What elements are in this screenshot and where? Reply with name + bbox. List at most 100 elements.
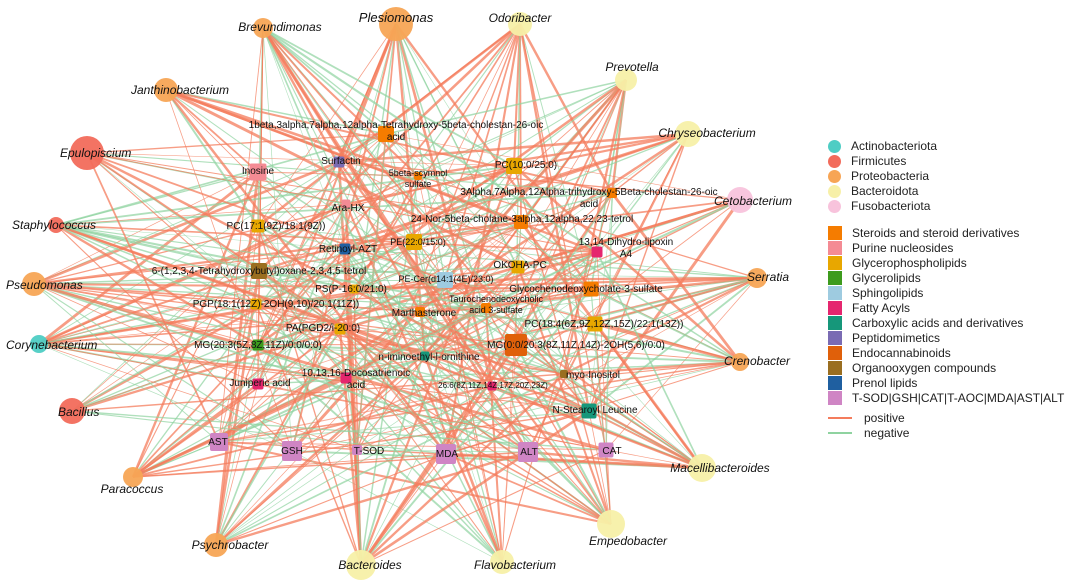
metabolite-node-m24[interactable] <box>505 334 527 356</box>
legend-item-class: Glycerolipids <box>828 268 921 288</box>
legend-swatch <box>828 417 852 419</box>
metabolite-node-m2[interactable] <box>333 156 345 168</box>
negative-edge <box>517 221 522 268</box>
negative-edge <box>520 221 741 363</box>
negative-edge <box>385 133 590 412</box>
bacteria-node-prevotella[interactable] <box>615 69 637 91</box>
negative-edge <box>262 27 426 357</box>
legend-item-class: Fatty Acyls <box>828 298 910 318</box>
metabolite-node-m22[interactable] <box>334 323 346 335</box>
legend-label: Carboxylic acids and derivatives <box>852 316 1024 330</box>
bacteria-node-empedobacter[interactable] <box>597 510 625 538</box>
metabolite-node-m3[interactable] <box>249 163 267 181</box>
metabolite-label-m15: OKOHA-PC <box>493 260 546 271</box>
metabolite-node-m16[interactable] <box>349 284 359 294</box>
bacteria-node-pseudomonas[interactable] <box>22 272 46 296</box>
positive-edge <box>257 171 419 177</box>
positive-edge <box>255 303 493 387</box>
positive-edge <box>563 360 741 376</box>
bacteria-node-macellibacteroides[interactable] <box>688 454 716 482</box>
metabolite-node-cat[interactable] <box>598 442 614 458</box>
negative-edge <box>590 288 741 363</box>
positive-edge <box>38 278 446 346</box>
bacteria-node-bacillus[interactable] <box>59 398 85 424</box>
metabolite-node-m29[interactable] <box>560 370 568 378</box>
legend-swatch <box>828 241 842 255</box>
positive-edge <box>215 266 519 546</box>
positive-edge <box>257 344 517 385</box>
metabolite-node-m27[interactable] <box>252 378 264 390</box>
metabolite-node-m12[interactable] <box>339 243 351 255</box>
metabolite-label-m17: Glycochenodeoxycholate-3-sulfate <box>509 284 663 295</box>
bacteria-node-crenobacter[interactable] <box>731 353 749 371</box>
positive-edge <box>360 251 598 566</box>
metabolite-node-alt[interactable] <box>518 442 538 462</box>
legend-item-edge: positive <box>828 408 905 428</box>
metabolite-node-m19[interactable] <box>481 303 491 313</box>
metabolite-node-m11[interactable] <box>591 246 603 258</box>
metabolite-node-m21[interactable] <box>587 316 603 332</box>
bacteria-node-brevundimonas[interactable] <box>253 18 273 38</box>
metabolite-label-m6: 3Alpha,7Alpha,12Alpha-trihydroxy-5Beta-c… <box>460 187 717 210</box>
metabolite-node-m9[interactable] <box>251 219 265 233</box>
negative-edge <box>55 171 259 226</box>
bacteria-node-chryseobacterium[interactable] <box>675 121 701 147</box>
metabolite-node-m26[interactable] <box>340 372 352 384</box>
positive-edge <box>132 383 259 478</box>
negative-edge <box>413 241 703 469</box>
metabolite-node-m4[interactable] <box>414 172 422 180</box>
bacteria-node-staphylococcus[interactable] <box>48 217 64 233</box>
metabolite-node-m6[interactable] <box>607 188 617 198</box>
bacteria-node-bacteroides[interactable] <box>346 550 376 580</box>
metabolite-node-gsh[interactable] <box>282 441 302 461</box>
bacteria-node-cetobacterium[interactable] <box>727 187 753 213</box>
bacteria-node-odoribacter[interactable] <box>508 12 532 36</box>
metabolite-node-m1[interactable] <box>378 126 394 142</box>
metabolite-node-m13[interactable] <box>251 263 267 279</box>
negative-edge <box>345 203 415 243</box>
positive-edge <box>611 133 689 194</box>
positive-edge <box>417 175 758 279</box>
metabolite-node-m7[interactable] <box>341 199 351 209</box>
metabolite-label-m22: PA(PGD2/i-20:0) <box>286 323 360 334</box>
positive-edge <box>512 23 522 167</box>
negative-edge <box>257 225 346 250</box>
bacteria-node-corynebacterium[interactable] <box>30 335 48 353</box>
metabolite-node-m15[interactable] <box>511 260 525 274</box>
metabolite-node-m23[interactable] <box>252 339 264 351</box>
metabolite-node-m17[interactable] <box>583 281 599 297</box>
positive-edge <box>258 270 347 379</box>
metabolite-node-m8[interactable] <box>514 215 528 229</box>
positive-edge <box>218 23 397 443</box>
negative-edge <box>257 344 426 357</box>
metabolite-node-m10[interactable] <box>406 234 422 250</box>
metabolite-label-gsh: GSH <box>281 446 303 457</box>
metabolite-label-m21: PC(18:4(6Z,9Z,12Z,15Z)/22:1(13Z)) <box>525 319 684 330</box>
negative-edge <box>165 89 259 227</box>
metabolite-node-m18[interactable] <box>250 298 262 310</box>
negative-edge <box>356 133 387 451</box>
metabolite-node-m25[interactable] <box>420 351 430 361</box>
metabolite-node-ast[interactable] <box>210 433 228 451</box>
bacteria-node-epulopiscium[interactable] <box>70 136 104 170</box>
negative-edge <box>218 410 590 443</box>
metabolite-node-m5[interactable] <box>506 158 522 174</box>
metabolite-node-tsod[interactable] <box>352 445 362 455</box>
legend-item-class: Carboxylic acids and derivatives <box>828 313 1023 333</box>
bacteria-node-flavobacterium[interactable] <box>490 550 514 574</box>
metabolite-node-m20[interactable] <box>415 307 425 317</box>
bacteria-label-odoribacter: Odoribacter <box>489 11 553 25</box>
bacteria-node-paracoccus[interactable] <box>123 467 143 487</box>
bacteria-node-janthinobacterium[interactable] <box>154 78 178 102</box>
metabolite-node-m30[interactable] <box>581 403 597 419</box>
bacteria-node-serratia[interactable] <box>747 268 767 288</box>
metabolite-node-m14[interactable] <box>437 272 453 288</box>
legend-label: Fusobacteriota <box>851 199 931 213</box>
positive-edge <box>257 203 347 346</box>
bacteria-node-psychrobacter[interactable] <box>204 533 228 557</box>
metabolite-node-mda[interactable] <box>436 444 456 464</box>
metabolite-node-m28[interactable] <box>487 381 497 391</box>
bacteria-node-plesiomonas[interactable] <box>379 7 413 41</box>
